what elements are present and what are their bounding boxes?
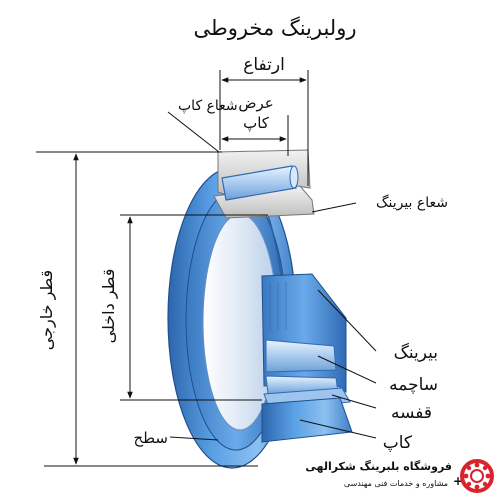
label-bearing: بیرینگ <box>394 342 438 363</box>
shop-logo: فروشگاه بلبرینگ شکرالهی + مشاوره و خدمات… <box>305 459 494 493</box>
leader-cup <box>299 419 377 439</box>
bearing-emblem-icon <box>460 459 494 493</box>
label-inner-diameter: قطر داخلی <box>99 269 119 344</box>
leader-surface <box>169 436 219 441</box>
bottom-cup <box>261 397 353 443</box>
label-bearing-radius: شعاع بیرینگ <box>376 194 448 211</box>
leader-cage <box>331 394 377 409</box>
leader-bearing <box>317 289 377 352</box>
top-roller-end <box>289 165 299 189</box>
label-cup-width-line1: عرض <box>238 94 273 112</box>
logo-name: فروشگاه بلبرینگ شکرالهی <box>305 459 452 473</box>
leader-lines <box>167 111 377 441</box>
label-cup: کاپ <box>383 433 413 453</box>
logo-tagline: مشاوره و خدمات فنی مهندسی <box>344 479 448 488</box>
label-outer-diameter: قطر خارجی <box>37 270 57 350</box>
bottom-cone <box>261 273 347 393</box>
cone-ridge-lines <box>269 282 287 330</box>
top-cross-section <box>213 149 315 219</box>
dimension-lines <box>36 70 309 467</box>
bearing-body <box>167 149 353 469</box>
label-cage: قفسه <box>391 403 432 423</box>
label-cup-radius: شعاع کاپ <box>178 98 238 114</box>
bottom-roller-1 <box>265 339 337 373</box>
diagram-title: رولبرینگ مخروطی <box>193 16 356 40</box>
label-cup-width-line2: کاپ <box>243 114 270 132</box>
leader-bearing-radius <box>311 202 357 213</box>
label-height: ارتفاع <box>243 55 285 75</box>
label-roller: ساچمه <box>389 375 438 395</box>
leader-roller <box>317 355 377 384</box>
top-roller <box>221 165 297 201</box>
label-surface: سطح <box>133 429 168 447</box>
logo-plus: + <box>453 474 463 488</box>
leader-cup-radius <box>167 111 220 153</box>
bottom-cross-section <box>261 273 353 443</box>
